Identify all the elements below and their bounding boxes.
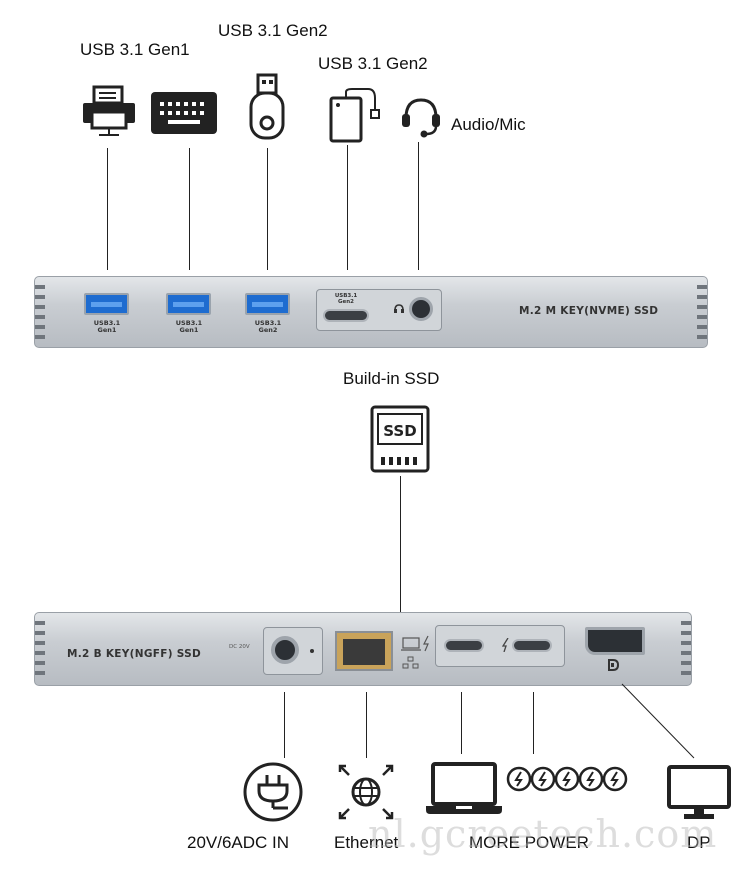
laptop-lightning-icon xyxy=(401,635,429,669)
laptop-icon xyxy=(426,762,502,814)
ethernet-port-socket xyxy=(343,639,385,665)
usb-c-port-2 xyxy=(512,639,552,652)
usb-c-port xyxy=(323,309,369,322)
charging-bolts-icon xyxy=(506,766,628,792)
connector-line xyxy=(347,145,348,270)
more-power-label: MORE POWER xyxy=(469,833,589,852)
audio-mic-label: Audio/Mic xyxy=(451,115,526,134)
connector-line xyxy=(107,148,108,270)
dp-label: DP xyxy=(687,833,711,852)
connector-line xyxy=(533,692,534,754)
power-in-label: 20V/6ADC IN xyxy=(187,833,290,852)
ethernet-label: Ethernet xyxy=(334,833,399,852)
connector-line xyxy=(267,148,268,270)
usb-gen2-a-label: USB 3.1 Gen2 xyxy=(218,21,328,40)
external-drive-icon xyxy=(329,88,380,143)
lightning-small-icon xyxy=(502,638,509,652)
displayport-port xyxy=(585,627,645,655)
vent-grille-right xyxy=(681,621,691,675)
connector-line xyxy=(284,692,285,758)
connector-line xyxy=(418,142,419,270)
power-plug-icon xyxy=(243,762,303,822)
dc-power-panel xyxy=(263,627,323,675)
usb-stick-icon xyxy=(249,73,285,140)
connector-line xyxy=(189,148,190,270)
vent-grille-left xyxy=(35,285,45,339)
connector-line xyxy=(400,476,401,612)
network-globe-icon xyxy=(338,764,394,820)
vent-grille-right xyxy=(697,285,707,339)
connector-line xyxy=(366,692,367,758)
connector-line xyxy=(461,692,462,754)
ssd-icon-text: SSD xyxy=(383,422,416,440)
ethernet-port xyxy=(335,631,393,671)
dc-in-text: DC 20V xyxy=(229,644,250,650)
headset-icon xyxy=(402,98,440,138)
build-in-ssd-label: Build-in SSD xyxy=(343,369,440,388)
vent-grille-left xyxy=(35,621,45,675)
usb-a-port-2 xyxy=(166,293,211,315)
usb-gen2-c-label: USB 3.1 Gen2 xyxy=(318,54,428,73)
printer-icon xyxy=(83,85,135,136)
dp-connector-line xyxy=(621,683,695,759)
m2-m-key-label: M.2 M KEY(NVME) SSD xyxy=(519,305,659,317)
keyboard-icon xyxy=(151,92,217,134)
usb-a-port-1 xyxy=(84,293,129,315)
usb-gen1-label: USB 3.1 Gen1 xyxy=(80,40,190,59)
typec-power-panel xyxy=(435,625,565,667)
usb-a-port-3 xyxy=(245,293,290,315)
bottom-dock-device: M.2 B KEY(NGFF) SSD DC 20V xyxy=(34,612,692,686)
usb-c-port-1 xyxy=(444,639,484,652)
m2-b-key-label: M.2 B KEY(NGFF) SSD xyxy=(67,648,202,660)
watermark: nl.gcreetech.com xyxy=(368,812,718,856)
monitor-icon xyxy=(667,765,731,819)
headphone-small-icon xyxy=(394,304,404,313)
displayport-logo-icon xyxy=(608,659,619,671)
power-led xyxy=(310,649,314,653)
dc-power-jack xyxy=(271,636,299,664)
audio-jack xyxy=(409,297,433,321)
ssd-icon: SSD xyxy=(370,405,430,473)
